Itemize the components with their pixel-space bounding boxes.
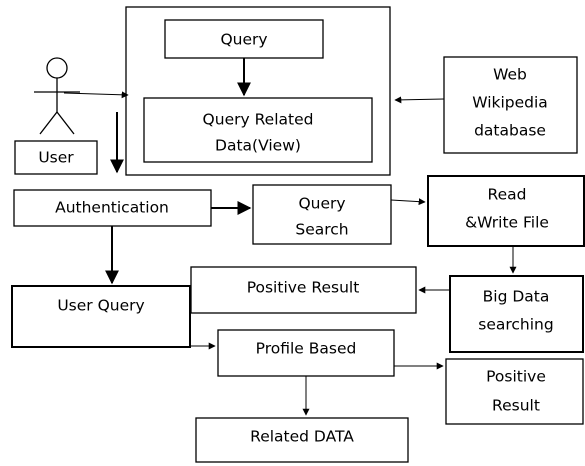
node-query-related-data-label-1: Query Related [203, 111, 314, 129]
node-big-data-label-1: Big Data [483, 288, 550, 306]
node-query-search: Query Search [252, 184, 392, 245]
node-user-query-label: User Query [57, 297, 144, 315]
node-profile-based-label: Profile Based [256, 340, 357, 358]
node-authentication: Authentication [13, 189, 212, 227]
node-positive-result-top-label: Positive Result [247, 279, 360, 297]
node-positive-result-bottom-label-2: Result [492, 397, 540, 415]
node-query-search-label-1: Query [298, 195, 345, 213]
node-big-data-label-2: searching [478, 316, 553, 334]
node-query-related-data: Query Related Data(View) [143, 97, 373, 163]
node-positive-result-top: Positive Result [190, 266, 417, 314]
node-profile-based: Profile Based [217, 329, 395, 377]
node-positive-result-bottom: Positive Result [445, 358, 584, 425]
node-authentication-label: Authentication [55, 199, 169, 217]
node-user: User [14, 140, 98, 175]
node-query: Query [164, 19, 324, 59]
user-actor-icon [34, 57, 80, 135]
node-positive-result-bottom-label-1: Positive [486, 368, 546, 386]
node-query-related-data-label-2: Data(View) [215, 137, 301, 155]
node-read-write-label-1: Read [488, 186, 527, 204]
node-related-data: Related DATA [195, 417, 409, 463]
node-user-label: User [38, 149, 74, 167]
node-query-label: Query [220, 31, 267, 49]
node-web-label-3: database [474, 122, 546, 140]
node-web-wikipedia-database: Web Wikipedia database [443, 56, 578, 154]
node-related-data-label: Related DATA [250, 428, 354, 446]
node-user-query: User Query [11, 285, 191, 348]
node-query-search-label-2: Search [295, 221, 348, 239]
node-read-write-file: Read &Write File [427, 175, 585, 247]
arrow-web-to-related-data [394, 96, 445, 104]
arrow-query-search-to-read-write [390, 198, 426, 206]
node-web-label-2: Wikipedia [472, 94, 548, 112]
node-web-label-1: Web [493, 66, 527, 84]
node-big-data-searching: Big Data searching [449, 275, 584, 353]
node-read-write-label-2: &Write File [465, 214, 549, 232]
arrow-user-to-related-data [63, 91, 129, 99]
